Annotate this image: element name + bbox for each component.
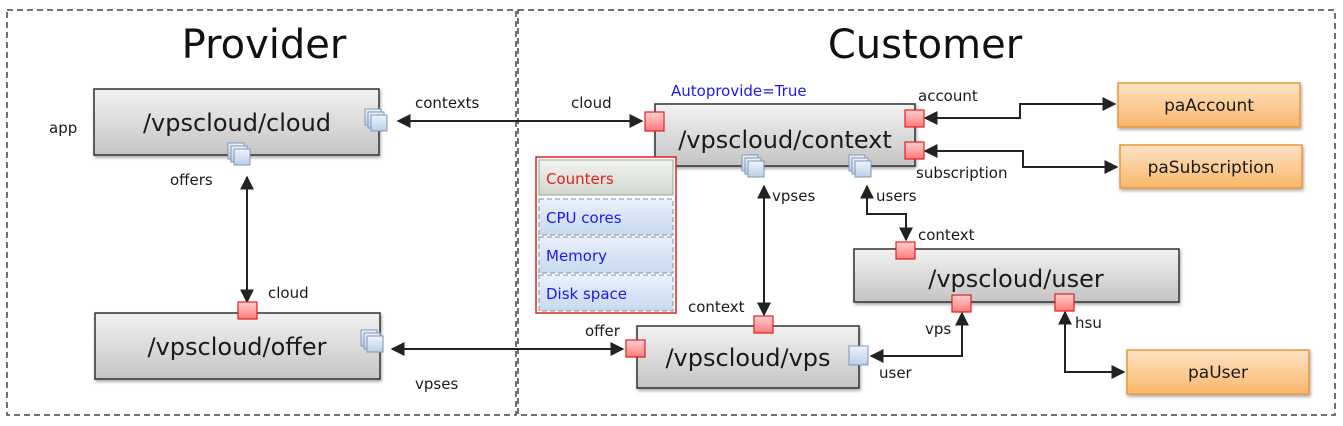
connector-subscription [923, 144, 1119, 174]
label-user-hsu: hsu [1075, 314, 1102, 332]
relation-collection-icon-context-vpses [741, 154, 765, 178]
label-vps-context: context [688, 298, 745, 316]
relation-required-icon-context-cloud [644, 111, 665, 132]
external-label-pa-user: paUser [1188, 363, 1248, 383]
counters-header [538, 159, 674, 196]
relation-required-icon-user-context [895, 241, 916, 260]
type-label-user: /vpscloud/user [928, 265, 1104, 293]
external-pa-account[interactable]: paAccount [1117, 82, 1301, 128]
connector-context-user [860, 184, 913, 242]
provider-region [6, 9, 517, 416]
customer-region [517, 9, 1336, 416]
label-user-context: context [918, 226, 975, 244]
external-pa-user[interactable]: paUser [1126, 349, 1310, 395]
label-app: app [49, 119, 77, 137]
label-vps-user: user [879, 364, 913, 382]
counters-panel: Counters CPU cores Memory Disk space [535, 156, 677, 314]
label-contexts: contexts [415, 94, 480, 112]
label-user-vps: vps [925, 320, 951, 338]
label-context-cloud: cloud [571, 94, 612, 112]
relation-required-icon-vps-offer [625, 339, 646, 358]
relation-collection-icon-offers [227, 142, 251, 166]
type-label-cloud: /vpscloud/cloud [143, 109, 331, 137]
label-vps-offer: offer [585, 322, 621, 340]
connector-account [923, 97, 1117, 125]
relation-required-icon-user-vps [951, 294, 972, 313]
label-context-vpses: vpses [772, 187, 815, 205]
type-box-context[interactable]: /vpscloud/context [654, 103, 916, 167]
relation-collection-icon-contexts [364, 108, 388, 132]
counter-item: Disk space [538, 274, 674, 312]
relation-collection-icon-vpses [360, 329, 384, 353]
external-label-pa-account: paAccount [1164, 96, 1254, 116]
type-label-vps: /vpscloud/vps [665, 344, 830, 372]
counter-item: Memory [538, 236, 674, 274]
customer-title: Customer [828, 22, 1023, 68]
connector-hsu [1058, 310, 1126, 379]
counter-item-label: Disk space [546, 285, 627, 303]
counter-item-label: Memory [546, 247, 607, 265]
type-box-offer[interactable]: /vpscloud/offer [94, 312, 381, 380]
label-subscription: subscription [916, 164, 1008, 182]
counter-item-label: CPU cores [546, 209, 622, 227]
relation-required-icon-account [904, 109, 925, 128]
relation-collection-icon-context-users [848, 154, 872, 178]
label-account: account [918, 87, 978, 105]
label-autoprovide: Autoprovide=True [671, 82, 807, 100]
relation-required-icon-subscription [904, 141, 925, 160]
external-label-pa-subscription: paSubscription [1148, 158, 1275, 178]
provider-title: Provider [182, 22, 347, 68]
relation-required-icon-offer-cloud [237, 301, 258, 320]
connector-vps-user [869, 311, 969, 363]
relation-required-icon-vps-context [753, 315, 774, 334]
type-label-context: /vpscloud/context [678, 126, 892, 154]
label-offer-cloud: cloud [268, 284, 309, 302]
relation-required-icon-user-hsu [1054, 293, 1075, 312]
type-box-vps[interactable]: /vpscloud/vps [636, 325, 860, 389]
label-offer-vpses: vpses [415, 375, 458, 393]
label-context-users: users [876, 187, 917, 205]
counters-title: Counters [546, 170, 614, 188]
relation-single-icon-vps-user [848, 345, 869, 366]
external-pa-subscription[interactable]: paSubscription [1119, 144, 1303, 189]
label-offers: offers [170, 171, 213, 189]
counter-item: CPU cores [538, 198, 674, 236]
type-label-offer: /vpscloud/offer [148, 333, 327, 361]
